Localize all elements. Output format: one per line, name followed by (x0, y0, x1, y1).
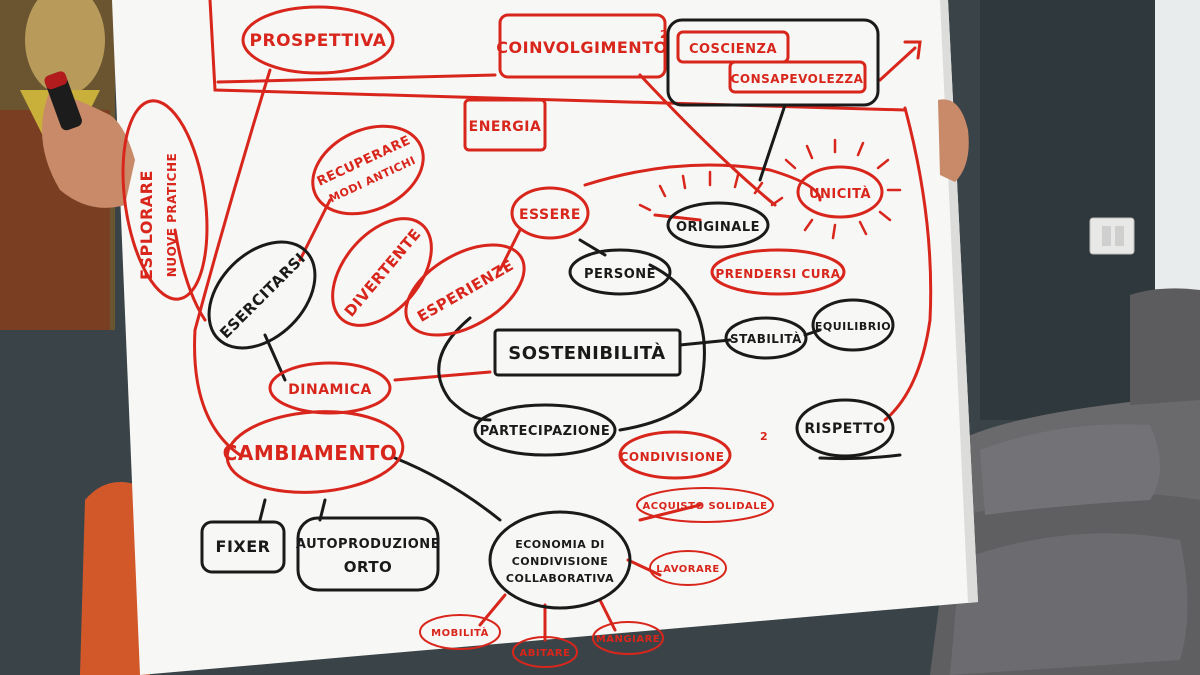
esplorare-bubble (121, 99, 209, 301)
cambiamento-label: CAMBIAMENTO (223, 441, 398, 465)
equilibrio-label: EQUILIBRIO (815, 320, 891, 333)
economia-line-1: ECONOMIA DI (515, 538, 605, 551)
condivisione-bubble (618, 430, 732, 480)
partecipazione-label: PARTECIPAZIONE (480, 424, 610, 439)
economia-line-3: COLLABORATIVA (506, 572, 614, 585)
rispetto-bubble (795, 398, 895, 458)
coinvolgimento-box (498, 13, 667, 79)
fixer-box (200, 520, 286, 574)
originale-label: ORIGINALE (676, 220, 760, 235)
persone-bubble (568, 248, 672, 296)
orange-bag (80, 482, 150, 675)
autoproduzione-box (296, 516, 440, 592)
painting-face (25, 0, 105, 95)
prendersi-cura-bubble (710, 248, 846, 296)
consapevolezza-inner-box (728, 60, 867, 94)
condivisione-superscript: 2 (760, 430, 768, 443)
equilibrio-bubble (811, 298, 895, 352)
rispetto-label: RISPETTO (804, 421, 885, 437)
sostenibilita-label: SOSTENIBILITÀ (508, 342, 665, 364)
light-switch-button-2 (1115, 226, 1124, 246)
essere-bubble (510, 186, 590, 240)
sofa-cushion (980, 424, 1160, 515)
stabilita-bubble (724, 316, 808, 360)
persone-label: PERSONE (584, 267, 656, 282)
economia-bubble (488, 510, 632, 610)
abitare-label: ABITARE (520, 648, 571, 659)
mangiare-label: MANGIARE (596, 634, 660, 645)
red-connectors (173, 0, 933, 642)
wall-right-panel (980, 0, 1155, 420)
bright-doorway (1150, 0, 1200, 300)
mangiare-bubble (592, 621, 664, 655)
partecipazione-bubble (473, 403, 617, 457)
energia-box (463, 98, 547, 152)
coscienza-box (666, 18, 880, 107)
fixer-label: FIXER (216, 537, 271, 556)
light-switch-button (1102, 226, 1111, 246)
dinamica-label: DINAMICA (288, 382, 372, 398)
nuove-pratiche-label: NUOVE PRATICHE (165, 153, 179, 277)
prospettiva-bubble (241, 5, 395, 75)
acquisto-solidale-bubble (636, 487, 774, 523)
condivisione-label: CONDIVISIONE (620, 450, 725, 464)
stabilita-label: STABILITÀ (730, 331, 802, 346)
autoproduzione-label: AUTOPRODUZIONE (296, 537, 440, 552)
sofa-arm (1130, 288, 1200, 405)
sostenibilita-box (493, 328, 682, 377)
unicita-bubble (796, 165, 884, 219)
mobilita-bubble (419, 614, 501, 650)
abitare-bubble (512, 636, 578, 668)
consapevolezza-label: CONSAPEVOLEZZA (731, 72, 864, 86)
esperienze-bubble (404, 243, 526, 337)
prendersi-cura-label: PRENDERSI CURA (715, 267, 840, 281)
lavorare-bubble (649, 550, 727, 586)
marker-cap-red (44, 71, 68, 90)
esercitarsi-bubble (207, 240, 317, 350)
esplorare-label: ESPLORARE (137, 170, 156, 280)
essere-label: ESSERE (519, 207, 581, 223)
economia-line-2: CONDIVISIONE (512, 555, 609, 568)
sofa-seat-cushion (950, 533, 1188, 675)
coscienza-label: COSCIENZA (689, 42, 777, 57)
recuperare-bubble (311, 124, 425, 216)
coinvolgimento-label: COINVOLGIMENTO (496, 38, 667, 57)
coinvolgimento-superscript: 2 (660, 28, 668, 41)
light-switch (1089, 217, 1135, 255)
energia-label: ENERGIA (469, 119, 542, 135)
orto-label: ORTO (344, 558, 393, 576)
unicita-rays (784, 138, 902, 240)
prospettiva-label: PROSPETTIVA (250, 31, 387, 51)
originale-rays (638, 170, 784, 212)
acquisto-solidale-label: ACQUISTO SOLIDALE (643, 501, 768, 512)
unicita-label: UNICITÀ (809, 186, 871, 202)
mobilita-label: MOBILITÀ (431, 626, 489, 639)
lavorare-label: LAVORARE (656, 564, 719, 575)
cambiamento-bubble (225, 410, 405, 494)
originale-bubble (666, 201, 770, 249)
right-hand (938, 99, 969, 182)
